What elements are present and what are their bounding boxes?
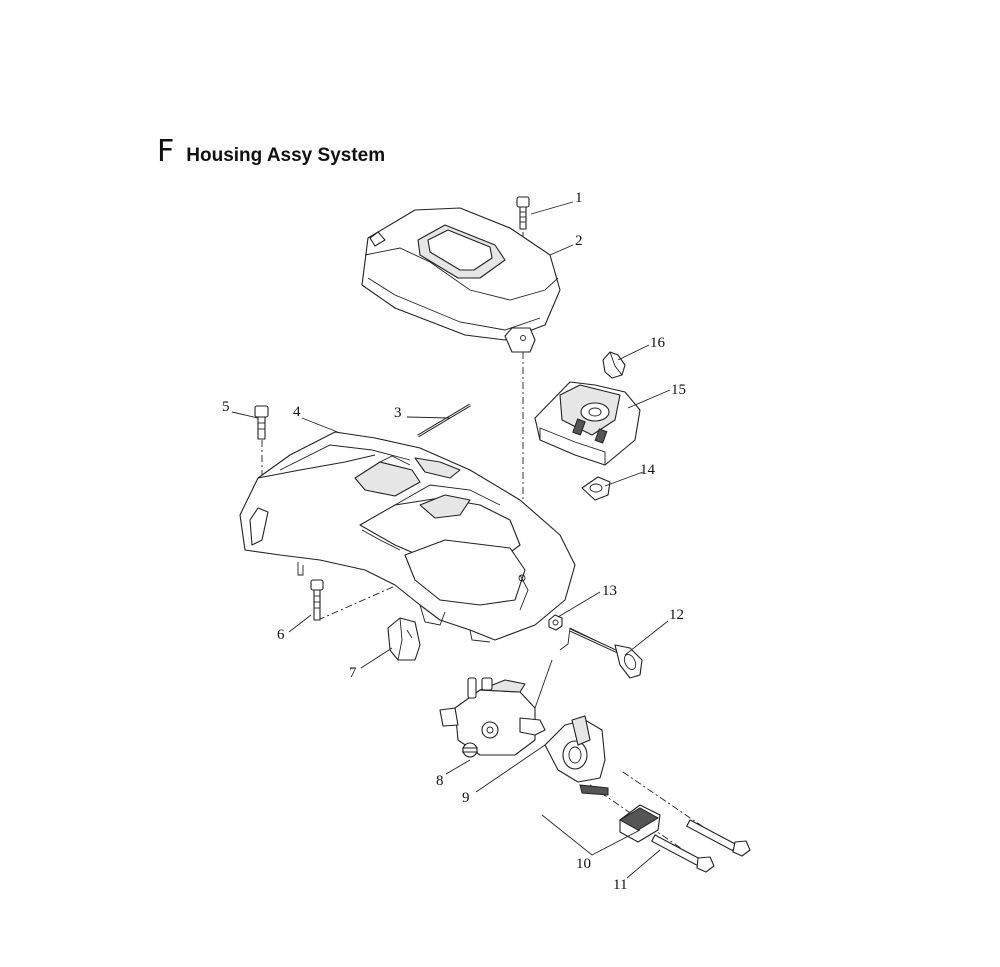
callout-14: 14 <box>640 462 656 478</box>
part-2-top-cover <box>361 207 561 353</box>
callout-numbers: 1 2 3 4 5 6 7 8 9 10 11 12 13 14 15 16 <box>222 190 686 893</box>
callout-5: 5 <box>222 399 230 415</box>
part-14-gasket <box>581 476 611 501</box>
callout-4: 4 <box>293 404 301 420</box>
part-3-pin <box>417 403 471 438</box>
part-16-knob <box>602 351 626 379</box>
part-11-bolts <box>651 819 751 873</box>
part-9-intake-adapter <box>544 715 609 796</box>
part-4-housing <box>239 431 576 643</box>
part-10-block <box>619 804 661 843</box>
callout-10: 10 <box>576 856 591 872</box>
part-15-air-filter <box>534 381 641 466</box>
section-title: Housing Assy System <box>186 145 386 166</box>
part-7-clip <box>387 617 421 661</box>
section-letter: F <box>157 134 175 169</box>
part-6-screw <box>310 579 324 621</box>
callout-16: 16 <box>650 335 666 351</box>
callout-12: 12 <box>669 607 684 623</box>
callout-8: 8 <box>436 773 444 789</box>
part-12-throttle-rod <box>559 627 643 679</box>
part-5-screw <box>254 405 269 440</box>
callout-11: 11 <box>613 877 627 893</box>
callout-3: 3 <box>394 405 402 421</box>
part-13-nut <box>548 614 563 631</box>
callout-7: 7 <box>349 665 357 681</box>
callout-1: 1 <box>575 190 583 206</box>
leader-lines <box>231 201 671 879</box>
callout-2: 2 <box>575 233 583 249</box>
part-8-carburetor <box>439 659 553 758</box>
callout-6: 6 <box>277 627 285 643</box>
callout-15: 15 <box>671 382 686 398</box>
section-heading: F Housing Assy System <box>157 134 385 169</box>
callout-13: 13 <box>602 583 617 599</box>
part-1-screw <box>516 196 530 230</box>
callout-9: 9 <box>462 790 470 806</box>
